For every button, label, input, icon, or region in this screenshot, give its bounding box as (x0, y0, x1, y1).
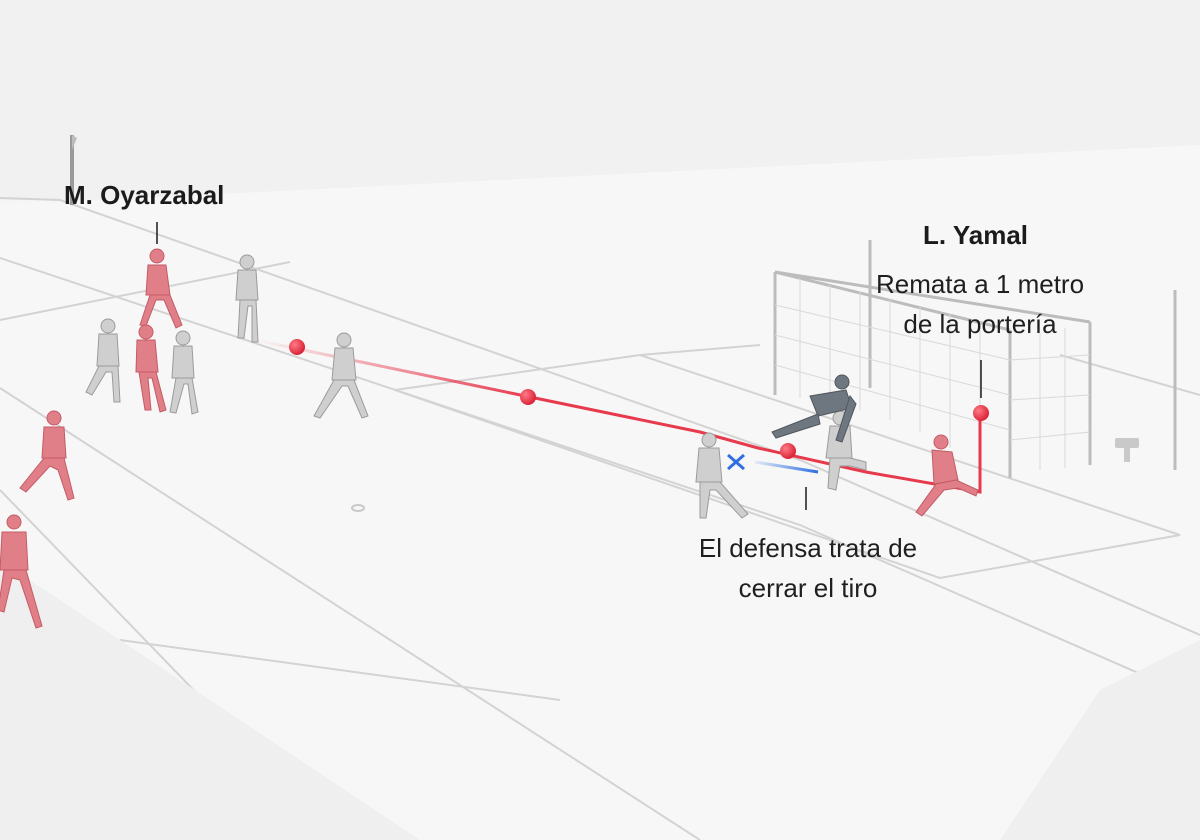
pass-trail (529, 395, 982, 494)
player-white-sliding (825, 410, 867, 491)
blocked-shot-trail (754, 460, 819, 474)
ball-icon (973, 405, 989, 421)
pitch-camera (1115, 438, 1139, 462)
note-yamal-line1: Remata a 1 metro (875, 269, 1085, 299)
note-defender-line1: El defensa trata de (698, 533, 918, 563)
player-red (135, 324, 167, 413)
team-red-players (0, 248, 979, 629)
ball-positions (289, 339, 989, 459)
player-yamal (915, 434, 979, 517)
pitch-stripes (0, 560, 1200, 840)
ball-icon (289, 339, 305, 355)
player-red (19, 410, 75, 501)
goal (773, 240, 1177, 478)
player-defender (695, 432, 749, 519)
player-white (313, 332, 369, 419)
blocked-shot (727, 453, 819, 474)
cross-icon (727, 453, 745, 471)
player-white (85, 318, 121, 403)
ball-icon (780, 443, 796, 459)
player-white (235, 254, 259, 343)
note-defender-line2: cerrar el tiro (738, 573, 878, 603)
label-yamal: L. Yamal (923, 220, 1029, 250)
player-white (169, 330, 199, 415)
pitch-lines (0, 197, 1200, 840)
player-oyarzabal (139, 248, 183, 329)
team-white-players (85, 254, 867, 519)
leader-lines (156, 222, 982, 510)
goal-net (774, 278, 1091, 470)
penalty-spot (351, 504, 365, 512)
label-oyarzabal: M. Oyarzabal (64, 180, 225, 210)
note-yamal: Remata a 1 metro de la portería (850, 264, 1110, 344)
pitch-surface (0, 145, 1200, 840)
goalkeeper (771, 374, 857, 443)
corner-flag (70, 135, 77, 205)
note-yamal-line2: de la portería (903, 309, 1057, 339)
player-red (0, 514, 43, 629)
ball-icon (520, 389, 536, 405)
note-defender: El defensa trata de cerrar el tiro (660, 528, 956, 608)
